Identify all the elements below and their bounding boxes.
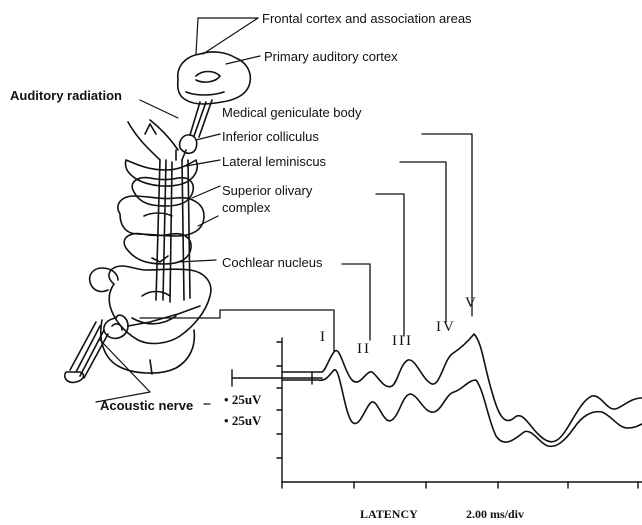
label-cochlear-nucleus: Cochlear nucleus bbox=[222, 256, 322, 269]
label-geniculate-body: Medical geniculate body bbox=[222, 106, 361, 119]
lower-brainstem bbox=[101, 320, 195, 374]
amplitude-label-upper: • 25uV bbox=[224, 393, 261, 406]
label-lateral-lemniscus: Lateral leminiscus bbox=[222, 155, 326, 168]
amplitude-value-upper: 25uV bbox=[232, 392, 262, 407]
frontal-cortex-shape bbox=[178, 52, 251, 104]
label-primary-auditory-cortex: Primary auditory cortex bbox=[264, 50, 398, 63]
label-inferior-colliculus: Inferior colliculus bbox=[222, 130, 319, 143]
label-acoustic-nerve: Acoustic nerve bbox=[100, 399, 193, 412]
geniculate-body-shape bbox=[180, 135, 197, 153]
peak-label-iii: III bbox=[392, 334, 413, 349]
waveform-trace-lower bbox=[282, 370, 642, 447]
peak-label-ii: II bbox=[357, 342, 371, 357]
auditory-radiation-fibers bbox=[190, 100, 212, 137]
peak-label-iv: IV bbox=[436, 320, 456, 335]
label-superior-olivary: Superior olivary bbox=[222, 184, 312, 197]
plot-axes bbox=[277, 338, 642, 488]
label-auditory-radiation: Auditory radiation bbox=[10, 89, 122, 102]
label-frontal-cortex: Frontal cortex and association areas bbox=[262, 12, 472, 25]
medulla-shape bbox=[90, 266, 211, 343]
amplitude-label-lower: • 25uV bbox=[224, 414, 261, 427]
label-olivary-complex: complex bbox=[222, 201, 270, 214]
peak-label-i: I bbox=[320, 330, 327, 345]
pons-shape bbox=[118, 196, 204, 236]
peak-label-v: V bbox=[465, 296, 478, 311]
x-axis-label: LATENCY bbox=[360, 508, 418, 520]
ascending-tracts bbox=[156, 150, 190, 302]
time-scale-label: 2.00 ms/div bbox=[466, 508, 524, 520]
amplitude-value-lower: 25uV bbox=[232, 413, 262, 428]
